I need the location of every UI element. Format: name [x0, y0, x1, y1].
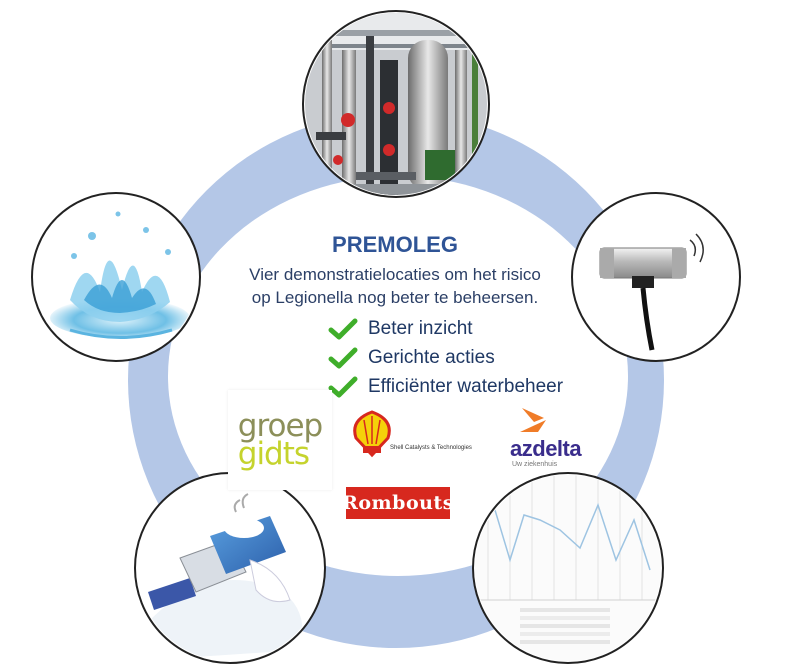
- benefit-item: Gerichte acties: [328, 343, 563, 372]
- check-icon: [328, 318, 358, 339]
- groep-gidts-line1: groep: [237, 408, 323, 444]
- diagram-subtitle: Vier demonstratielocaties om het risico …: [210, 263, 580, 309]
- groep-gidts-logo: groep gidts: [228, 390, 332, 490]
- shell-logo: [353, 410, 391, 458]
- groep-gidts-line2: gidts: [237, 436, 310, 472]
- azdelta-delta: delta: [532, 436, 582, 461]
- rombouts-logo: Rombouts: [342, 487, 453, 519]
- subtitle-line-1: Vier demonstratielocaties om het risico: [249, 265, 541, 284]
- azdelta-tagline: Uw ziekenhuis: [512, 461, 558, 468]
- azdelta-logo-arrow: [520, 408, 546, 432]
- image-circle-left: [31, 192, 201, 362]
- subtitle-line-2: op Legionella nog beter te beheersen.: [251, 288, 539, 307]
- check-icon: [328, 347, 358, 368]
- benefit-list: Beter inzicht Gerichte acties Efficiënte…: [328, 314, 563, 401]
- image-circle-bottom-left: [134, 472, 326, 664]
- benefit-item: Efficiënter waterbeheer: [328, 372, 563, 401]
- benefit-label: Beter inzicht: [368, 317, 473, 339]
- benefit-label: Gerichte acties: [368, 346, 495, 368]
- benefit-label: Efficiënter waterbeheer: [368, 375, 564, 397]
- shell-caption: Shell Catalysts & Technologies: [390, 445, 472, 451]
- azdelta-az: az: [510, 436, 533, 461]
- image-circle-bottom-right: [472, 472, 664, 664]
- check-icon: [328, 376, 358, 397]
- azdelta-wordmark: azdelta: [510, 436, 582, 462]
- benefit-item: Beter inzicht: [328, 314, 563, 343]
- diagram-title: PREMOLEG: [332, 232, 458, 257]
- image-circle-right: [571, 192, 741, 362]
- image-circle-top: [302, 10, 490, 198]
